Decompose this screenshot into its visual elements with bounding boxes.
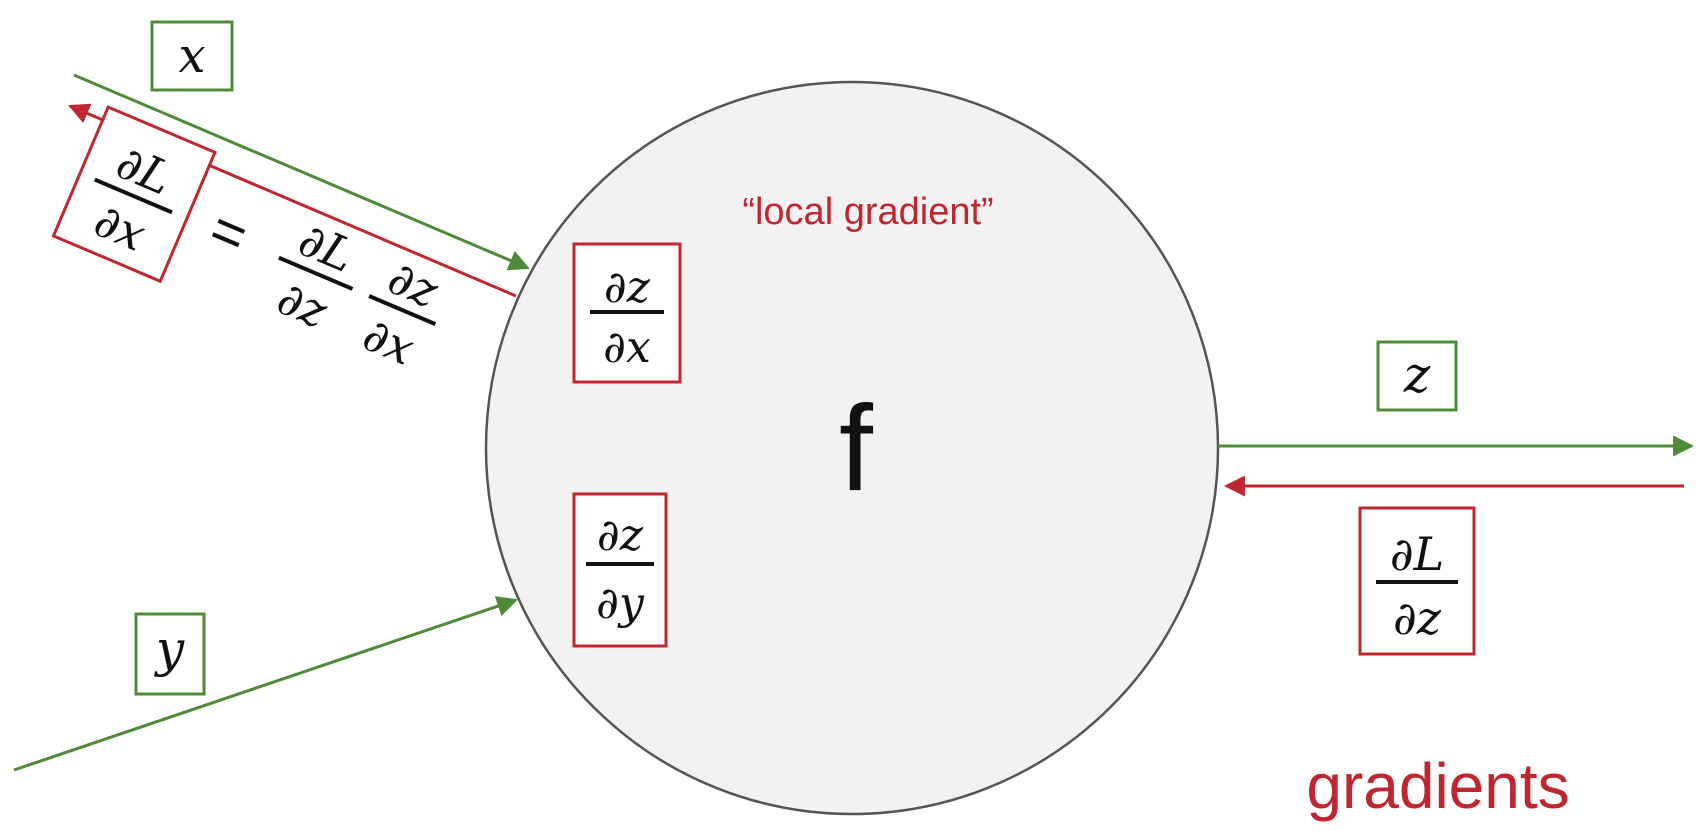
input-y-box: y	[134, 612, 206, 696]
local-dzdy-denominator: ∂y	[596, 578, 645, 629]
equals-sign: =	[200, 196, 257, 269]
local-dzdx-denominator: ∂x	[603, 322, 651, 373]
output-z-symbol: z	[1403, 346, 1431, 404]
upstream-gradient-dLdz: ∂L ∂z	[1358, 506, 1476, 656]
input-x-box: x	[150, 20, 234, 92]
chain-second-numerator: ∂z	[381, 250, 447, 319]
x-input-forward-arrow	[73, 73, 530, 271]
local-dzdy-numerator: ∂z	[597, 510, 644, 561]
upstream-denominator: ∂z	[1393, 591, 1442, 645]
chain-second-denominator: ∂x	[355, 307, 422, 376]
input-y-symbol: y	[154, 620, 185, 678]
gradients-label: gradients	[1306, 750, 1569, 822]
y-input-forward-arrow	[13, 596, 518, 772]
input-x-symbol: x	[178, 28, 205, 84]
local-dzdx-numerator: ∂z	[604, 262, 651, 313]
chain-term-dzdx: ∂z ∂x	[355, 250, 447, 376]
chain-first-numerator: ∂L	[291, 212, 362, 283]
node-label: f	[839, 380, 874, 516]
local-gradient-dzdy: ∂z ∂y	[572, 492, 668, 648]
downstream-gradient-dLdx: ∂L ∂x	[51, 105, 217, 284]
local-gradient-label: “local gradient”	[742, 191, 993, 233]
chain-first-denominator: ∂z	[270, 270, 336, 339]
output-z-box: z	[1376, 340, 1458, 412]
upstream-numerator: ∂L	[1390, 527, 1444, 581]
local-gradient-dzdx: ∂z ∂x	[572, 242, 682, 384]
